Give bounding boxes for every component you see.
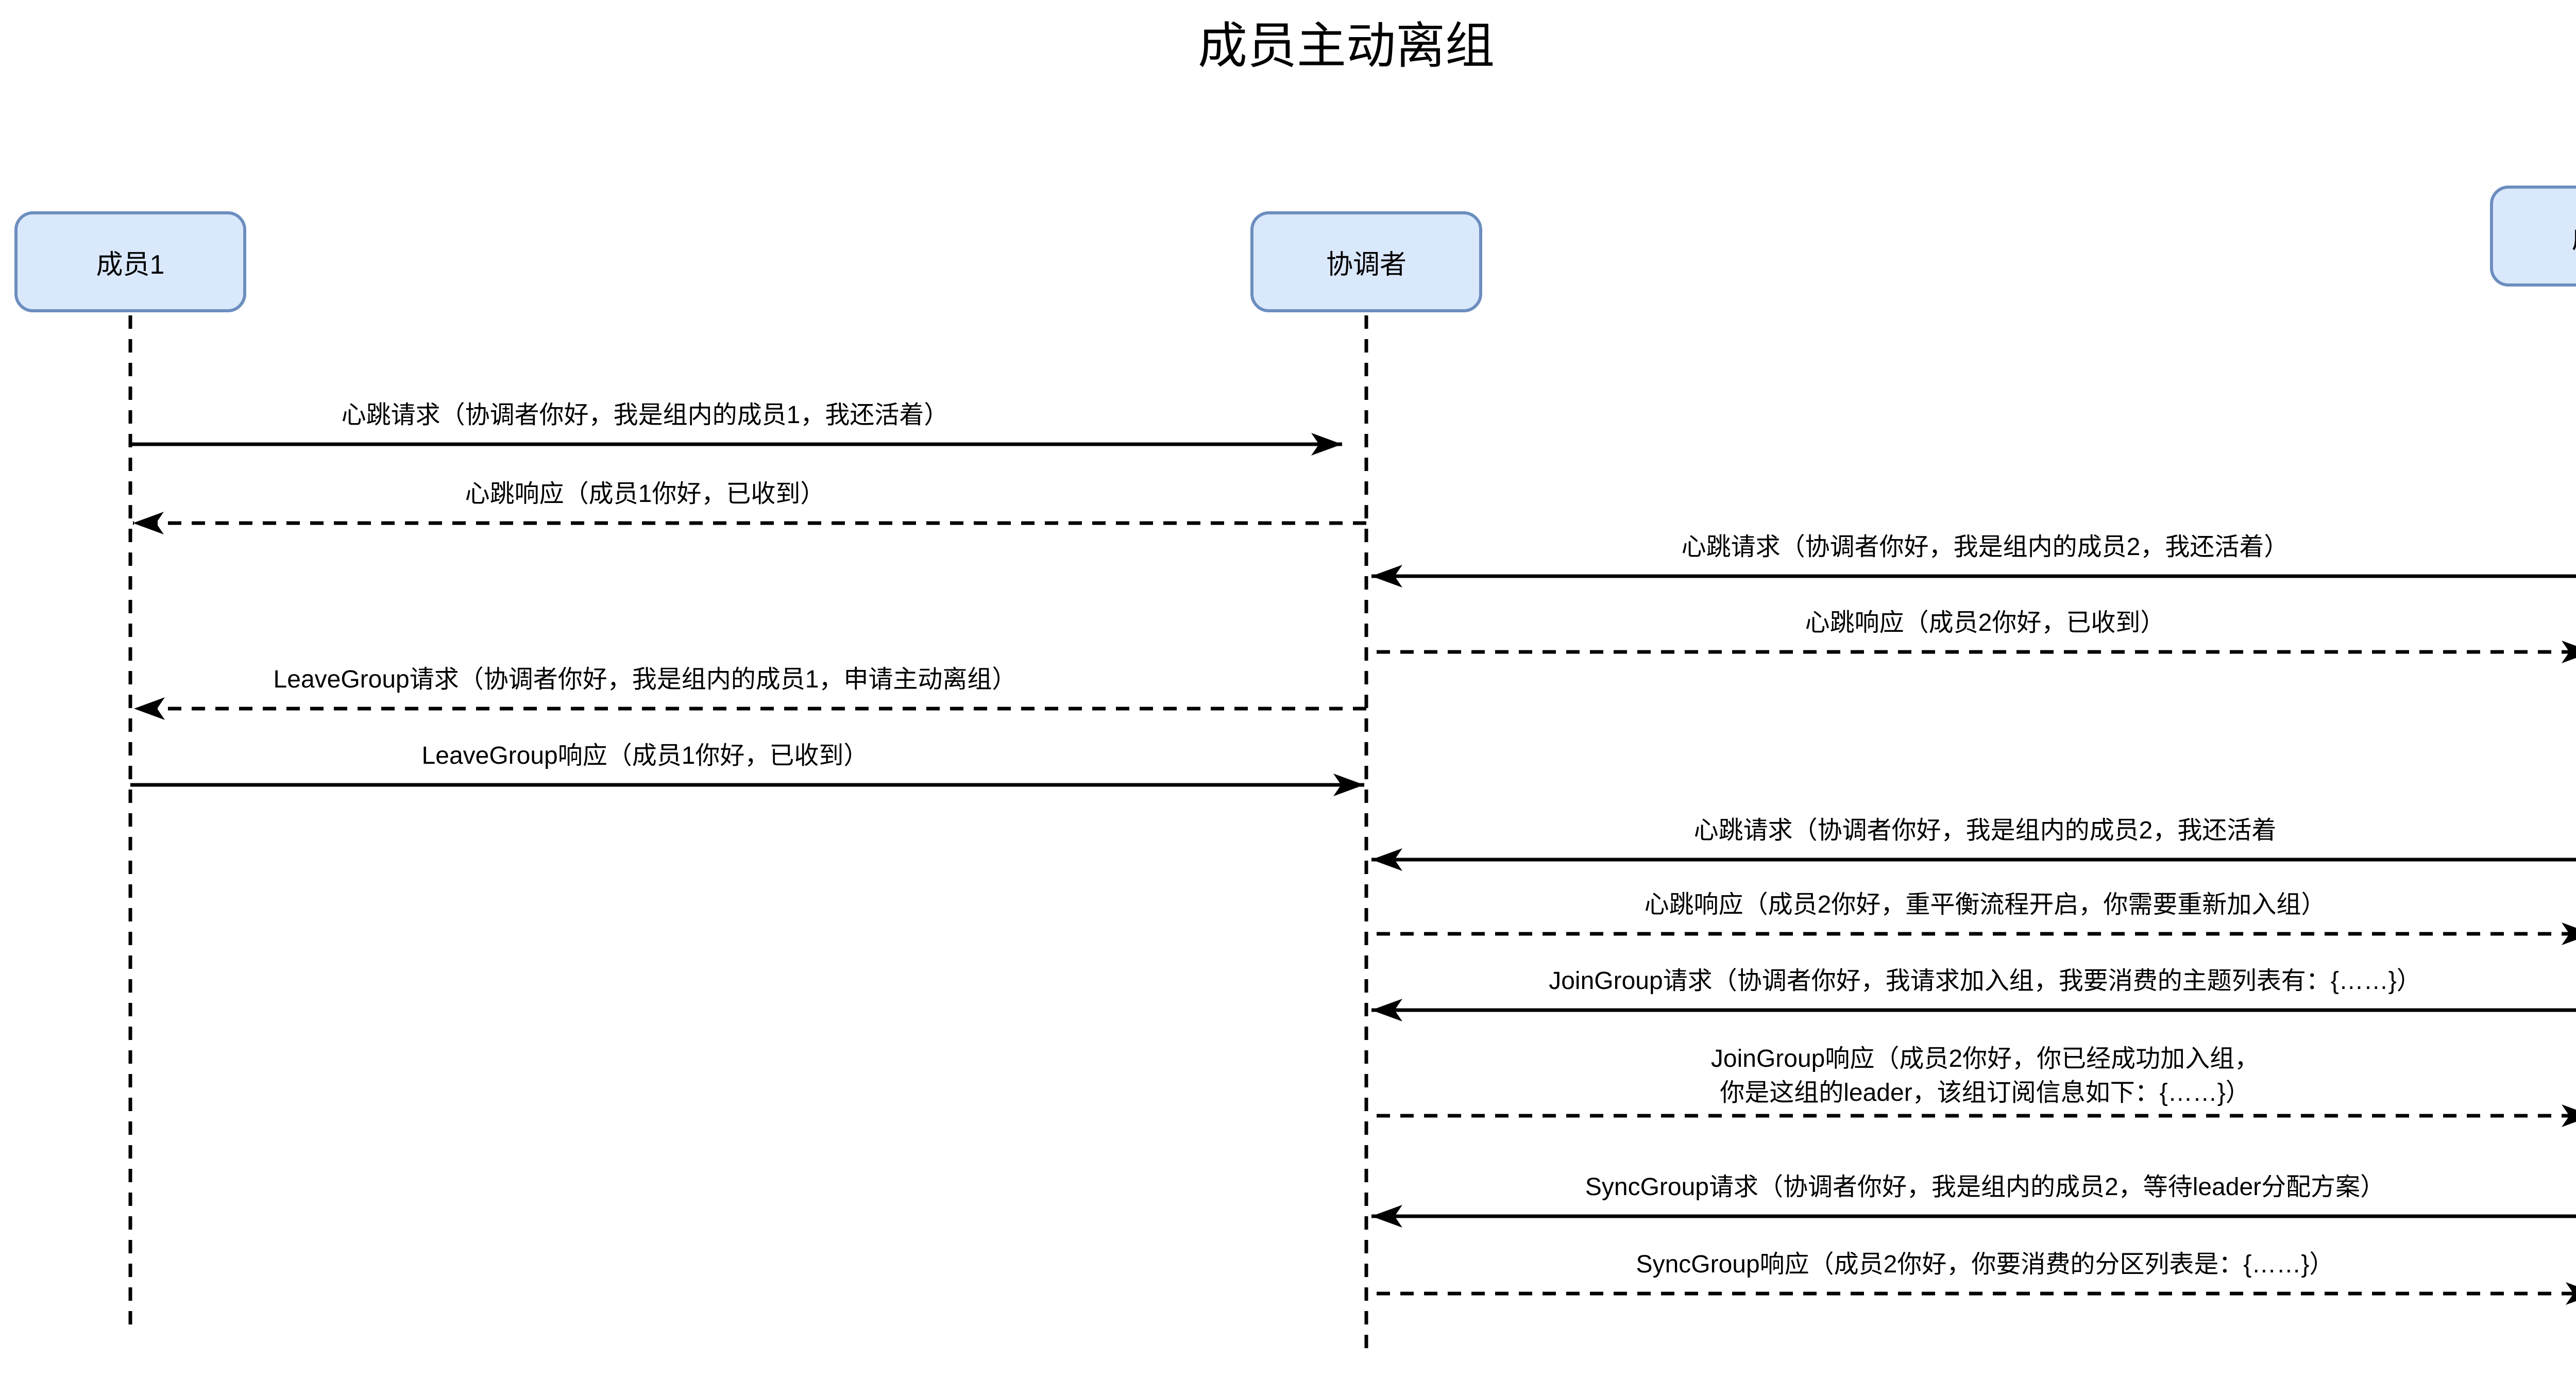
actor-label-coordinator: 协调者 [1326,249,1406,280]
actor-label-member2: 成员2 [2572,217,2576,256]
message-label-11: SyncGroup请求（协调者你好，我是组内的成员2，等待leader分配方案） [1585,1173,2385,1201]
diagram-title: 成员主动离组 [1198,19,1495,74]
actor-box-coordinator: 协调者 [1250,211,1482,312]
message-label-4: 心跳响应（成员2你好，已收到） [1805,609,2165,636]
message-label-2: 心跳响应（成员1你好，已收到） [465,480,825,508]
message-label-10: JoinGroup响应（成员2你好，你已经成功加入组， 你是这组的leader，… [1710,1045,2260,1106]
message-label-8: 心跳响应（成员2你好，重平衡流程开启，你需要重新加入组） [1644,891,2326,918]
message-label-12: SyncGroup响应（成员2你好，你要消费的分区列表是：{……}） [1636,1251,2334,1278]
message-label-9: JoinGroup请求（协调者你好，我请求加入组，我要消费的主题列表有：{……}… [1549,967,2421,995]
actor-box-member1: 成员1 [14,211,246,312]
message-label-5: LeaveGroup请求（协调者你好，我是组内的成员1，申请主动离组） [273,666,1017,693]
actor-box-member2: 成员2 [2490,186,2576,287]
message-label-7: 心跳请求（协调者你好，我是组内的成员2，我还活着 [1693,817,2277,844]
actor-label-member1: 成员1 [96,249,165,280]
message-label-1: 心跳请求（协调者你好，我是组内的成员1，我还活着） [341,401,949,429]
message-label-3: 心跳请求（协调者你好，我是组内的成员2，我还活着） [1681,533,2289,561]
message-label-6: LeaveGroup响应（成员1你好，已收到） [421,742,869,769]
